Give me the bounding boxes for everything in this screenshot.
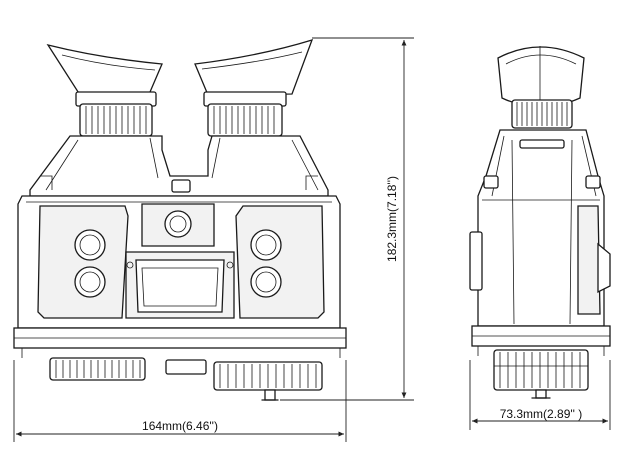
front-view xyxy=(13,38,347,401)
side-bottom-wheel xyxy=(493,349,589,399)
right-eyecup xyxy=(194,38,314,137)
side-eyecup xyxy=(497,46,585,129)
main-body xyxy=(13,195,347,358)
side-body xyxy=(469,129,611,356)
side-view xyxy=(469,46,611,399)
depth-dimension-label: 73.3mm(2.89'' ) xyxy=(500,407,583,421)
left-eyecup xyxy=(46,43,163,137)
upper-housing xyxy=(29,135,329,197)
bottom-wheels xyxy=(49,357,323,401)
width-dimension-label: 164mm(6.46'') xyxy=(142,419,218,433)
height-dimension-label: 182.3mm(7.18'') xyxy=(385,176,399,262)
dimension-lines xyxy=(13,37,611,442)
